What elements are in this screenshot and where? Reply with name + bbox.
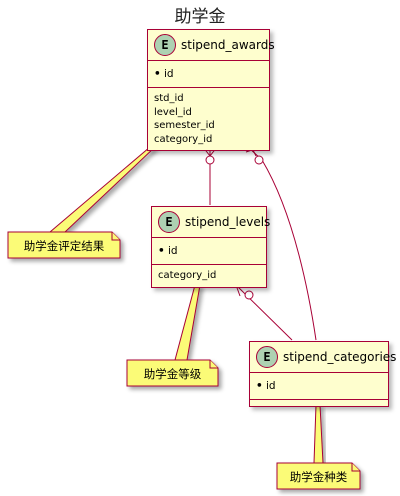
attribute: category_id [154, 133, 213, 145]
note-text: 助学金种类 [289, 470, 348, 484]
entity-name: stipend_levels [185, 215, 271, 229]
relation-levels-categories [235, 284, 293, 341]
entity-header: E stipend_awards [148, 30, 275, 61]
entity-stipend-levels[interactable]: E stipend_levels • id category_id [151, 206, 270, 288]
attribute: level_id [154, 106, 192, 118]
entity-stipend-awards[interactable]: E stipend_awards • id std_id level_id se… [147, 29, 275, 151]
pk-label: id [164, 68, 174, 80]
pk-label: id [266, 380, 276, 392]
attribute: std_id [154, 93, 184, 104]
entity-name: stipend_awards [181, 38, 275, 52]
entity-name: stipend_categories [283, 350, 397, 364]
entity-e-icon: E [158, 211, 180, 233]
note-categories-shape [276, 404, 361, 490]
entity-primary-key: • id [250, 373, 388, 400]
attribute: semester_id [154, 120, 215, 131]
note-text: 助学金评定结果 [23, 239, 105, 253]
pk-bullet-icon: • [256, 380, 263, 392]
entity-e-icon: E [256, 346, 278, 368]
diagram-title: 助学金 [174, 7, 226, 27]
relation-awards-levels [202, 146, 218, 205]
pk-label: id [168, 245, 178, 257]
note-awards-shape [7, 146, 157, 259]
attribute: category_id [158, 270, 217, 281]
entity-e-icon: E [154, 34, 176, 56]
note-levels: 助学金等级 [127, 360, 218, 386]
entity-attributes: category_id [152, 265, 266, 287]
note-text: 助学金等级 [143, 367, 202, 381]
entity-primary-key: • id [148, 61, 269, 88]
entity-stipend-categories[interactable]: E stipend_categories • id [249, 341, 396, 407]
entity-attributes: std_id level_id semester_id category_id [148, 88, 269, 150]
entity-primary-key: • id [152, 238, 266, 265]
pk-bullet-icon: • [154, 68, 161, 80]
note-categories: 助学金种类 [277, 463, 360, 489]
pk-bullet-icon: • [158, 245, 165, 257]
note-awards: 助学金评定结果 [8, 232, 120, 258]
entity-attributes [250, 400, 388, 406]
entity-header: E stipend_categories [250, 342, 396, 373]
entity-header: E stipend_levels [152, 207, 270, 238]
